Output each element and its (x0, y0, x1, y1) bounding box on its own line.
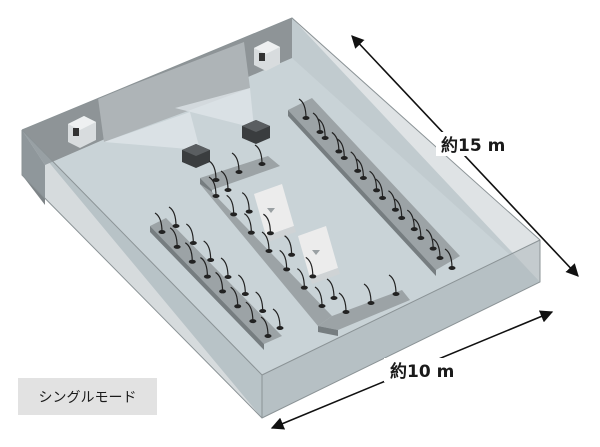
microphone-icon (169, 227, 181, 249)
microphone-icon (261, 231, 273, 253)
microphone-icon (154, 212, 166, 234)
microphone-icon (243, 213, 255, 235)
microphone-icon (305, 256, 317, 279)
microphone-icon (279, 249, 291, 272)
microphone-icon (336, 138, 348, 160)
room-left-wall-inner (22, 130, 45, 205)
depth-label: 約15 m (441, 135, 505, 156)
microphone-icon (185, 223, 197, 245)
microphone-icon (184, 242, 196, 264)
microphone-icon (226, 194, 238, 217)
microphone-icon (363, 283, 375, 305)
speaker-icon (68, 116, 96, 148)
microphone-icon (326, 278, 338, 300)
microphone-icon (168, 206, 180, 228)
conference-table (150, 218, 282, 350)
access-point-icon (298, 226, 340, 284)
microphone-icon (245, 301, 257, 324)
microphone-icon (231, 152, 243, 174)
microphone-icon (220, 257, 232, 279)
microphone-icon (260, 316, 272, 338)
microphone-icon (220, 170, 232, 192)
room-outline (21, 17, 541, 419)
projection-screen (98, 42, 250, 142)
microphone-icon (331, 131, 343, 154)
microphone-icon (263, 213, 274, 236)
room-front-wall-top (22, 130, 262, 418)
microphone-icon (284, 235, 296, 257)
microphone-icon (208, 176, 220, 198)
microphone-icon (296, 268, 308, 290)
projector-icon (242, 120, 270, 144)
microphone-icon (203, 240, 215, 262)
microphone-icon (254, 144, 266, 166)
width-label: 約10 m (390, 361, 454, 382)
speaker-icon (254, 41, 280, 71)
microphone-icon (314, 286, 326, 308)
projector-beam-left (104, 112, 200, 150)
mode-badge: シングルモード (18, 378, 157, 415)
microphone-icon (208, 160, 220, 182)
microphone-icon (241, 192, 253, 214)
projector-icon (182, 144, 210, 168)
microphone-icon (237, 274, 249, 296)
access-point-icon (254, 184, 296, 242)
microphone-icon (215, 271, 227, 294)
microphone-icon (298, 98, 310, 120)
microphone-icon (255, 291, 267, 313)
microphone-icon (230, 286, 242, 309)
microphone-icon (200, 257, 211, 279)
microphone-icon (312, 112, 324, 134)
projector-beam-right (175, 88, 254, 128)
microphone-icon (317, 118, 329, 140)
